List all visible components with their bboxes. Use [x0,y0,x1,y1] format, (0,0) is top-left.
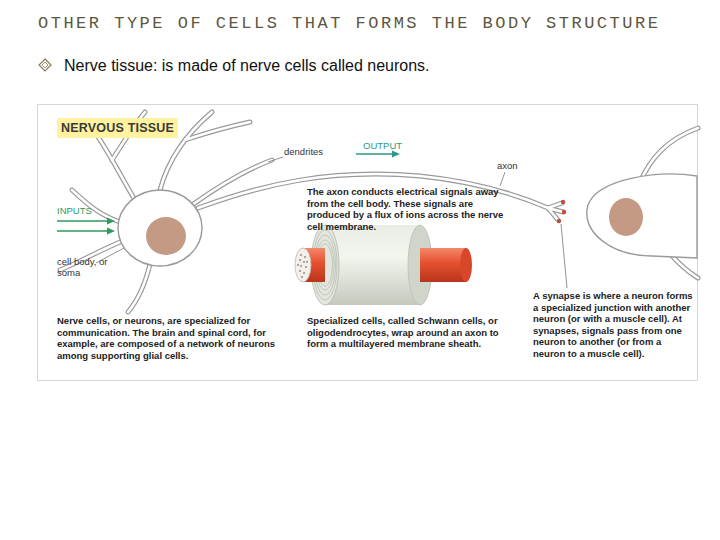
synapse-terminal [557,219,561,223]
bullet-text: Nerve tissue: is made of nerve cells cal… [64,56,704,76]
axon-rod [420,248,466,282]
slide-title: OTHER TYPE OF CELLS THAT FORMS THE BODY … [38,13,718,35]
figure-panel [38,105,698,381]
synapse-terminal [562,210,566,214]
dendrite-outline [60,112,563,312]
cell-body [118,190,202,266]
description-note: Specialized cells, called Schwann cells,… [307,315,507,350]
description-note: A synapse is where a neuron forms a spec… [533,290,693,359]
signal-label: OUTPUT [363,140,423,151]
part-label: cell body, or soma [57,256,109,278]
target-cell [587,174,697,258]
signal-label: INPUTS [57,205,117,216]
input-arrow [57,218,115,235]
output-arrow [356,151,400,158]
section-label: NERVOUS TISSUE [61,121,174,135]
bullet-diamond [39,59,51,71]
nucleus [609,198,643,236]
leader-line [96,157,567,288]
axon-rod-end [460,248,472,282]
description-note: The axon conducts electrical signals awa… [307,186,507,232]
axon-cross-section-dots [297,254,308,278]
part-label: dendrites [284,146,354,157]
synapse-terminal [561,200,565,204]
section-label-box: NERVOUS TISSUE [57,118,178,138]
part-label: axon [497,160,537,171]
dendrite-fill [60,112,563,312]
nucleus [146,217,186,255]
axon-cross-section [295,248,311,282]
axon-rod [420,248,440,282]
description-note: Nerve cells, or neurons, are specialized… [57,315,295,361]
